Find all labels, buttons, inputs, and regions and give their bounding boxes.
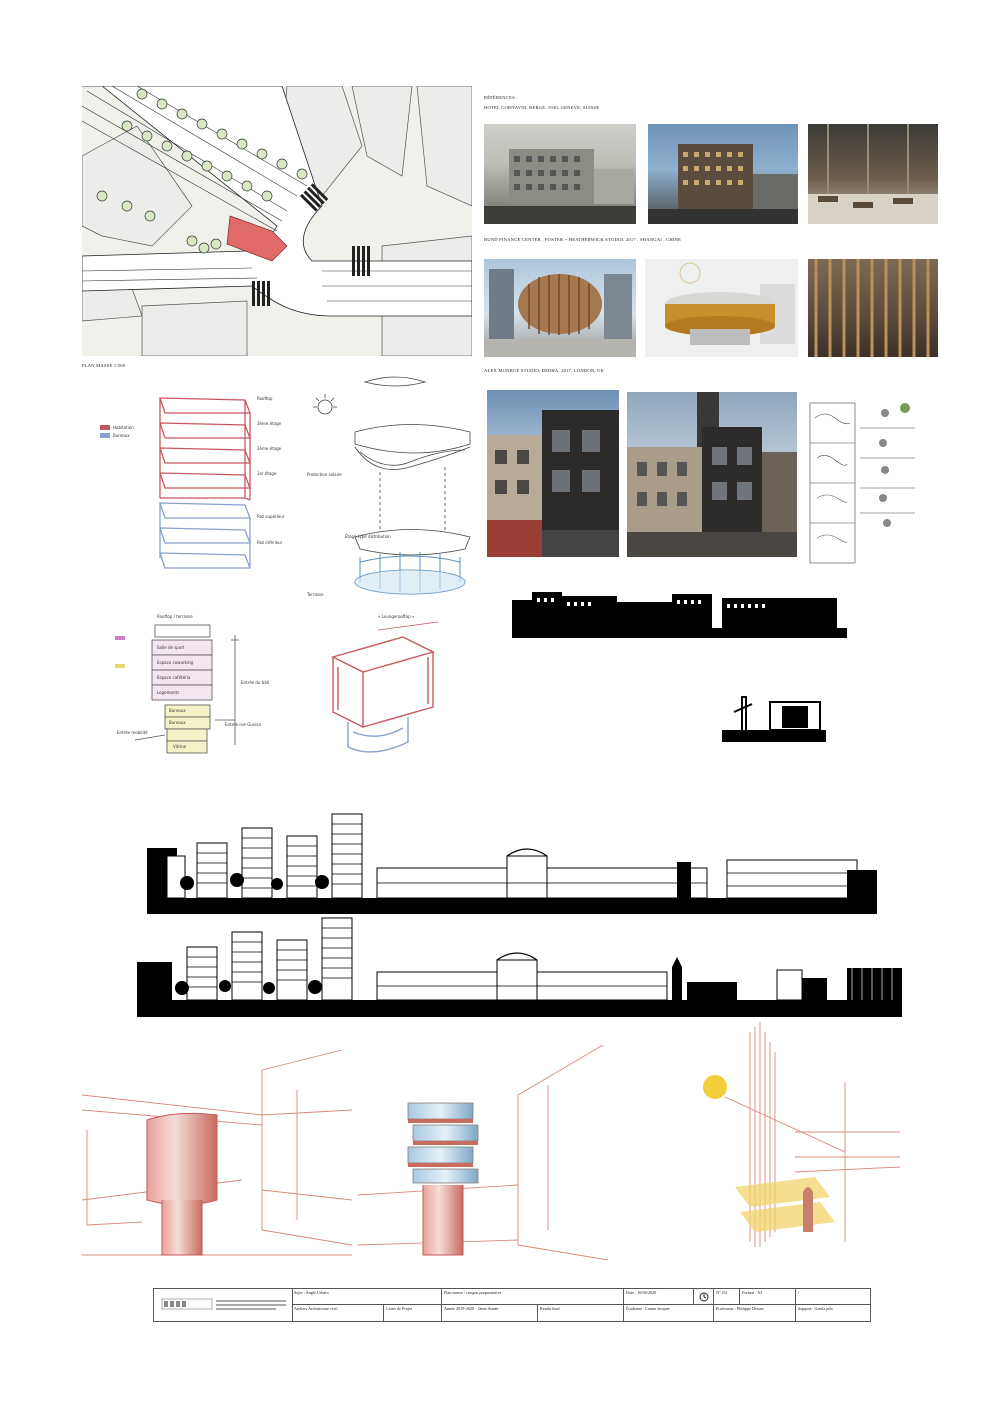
reference-label-2: BUND FINANCE CENTER , FOSTER + HEATHERWI… [484,237,682,242]
tb-annee: Année 2019-2020 - 2ème Année [442,1305,538,1321]
tb-rendu: Rendu final [538,1305,624,1321]
program-item-7: Vitrine [173,744,187,749]
perspective-sketch-3 [695,1022,901,1252]
program-item-2: Espace coworking [157,660,194,665]
program-top: Rooftop / terrasse [157,614,193,619]
canopy-note-3: Terrasse [307,592,324,597]
school-logo [154,1289,293,1321]
site-plan: PLAN MASSE 1/500 [81,85,473,368]
tb-support: Support : Gisela pilo [798,1306,833,1311]
volume-arrow-note: « Loungerooftop » [378,614,415,619]
tower-label-2: 3ème étage [257,421,282,426]
reference-label-1: HOTEL CORNAVIN, BERGE, 1930, GENEVE, SUI… [484,105,600,110]
tb-numero: N° 2/4 [714,1289,740,1305]
program-item-6: Bureaux [169,720,186,725]
canopy-note-2: Étage type distribution [345,534,391,539]
tower-label-3: 2ème étage [257,446,282,451]
tower-sketch: Habitation Bureaux Rooftop 3ème étage 2è… [95,388,290,578]
program-item-3: Espace cafétéria [157,675,191,680]
tb-date: Date : 10/06/2020 [624,1289,694,1305]
tower-label-6: Rez inférieur [257,540,283,545]
volume-sketch: « Loungerooftop » [318,612,453,760]
tb-plan: Plan masse / croquis preparatoires [442,1289,624,1305]
title-block: Sujet : Angle Urbain Plan masse / croqui… [153,1288,871,1322]
tb-format: Format : A3 [740,1289,796,1305]
elevation-small [512,590,847,638]
tower-label-4: 1er étage [257,471,277,476]
program-note-2: Entrée rue Guisan [225,722,262,727]
tb-slash: / [796,1289,870,1305]
sun-icon [703,1075,727,1099]
site-plan-drawing [81,85,473,357]
legend-bureaux: Bureaux [113,433,130,438]
perspective-sketch-1 [81,1049,353,1260]
legend-habitation: Habitation [113,425,134,430]
street-elevation-1 [147,808,877,914]
photo-alex-monroe-corner [487,390,619,557]
references-heading: RÉFÉRENCES : [484,95,518,100]
section-drawing-alex-monroe [805,398,937,566]
tower-label-1: Rooftop [257,396,273,401]
section-small [722,692,826,742]
program-diagram: Rooftop / terrasse Salle de sport Espace… [95,610,295,760]
program-item-5: Bureaux [169,708,186,713]
clock-icon [699,1292,708,1302]
canopy-note-1: Protection solaire [307,472,342,477]
program-note-1: Entrée du bâti [241,680,270,685]
reference-label-3: ALEX MONROE STUDIO, DSDHA, 2017, LONDON,… [484,368,605,373]
canopy-sketch: Protection solaire Étage type distributi… [305,372,475,607]
program-item-1: Salle de sport [157,645,185,650]
tb-sujet: Sujet : Angle Urbain [292,1289,442,1305]
street-elevation-2 [137,912,902,1017]
tb-clock [694,1289,714,1305]
photo-bund-finance-veil [808,259,938,357]
tb-course-2: Cours de Projet [384,1305,442,1321]
tb-etudiant: Étudiante : Louna Jacquet [624,1305,714,1321]
tb-professeur: Professeur : Philippe Dessus [714,1305,796,1321]
tower-label-5: Rez supérieur [257,514,285,519]
photo-hotel-cornavin-historic [484,124,636,224]
project-site [226,215,288,262]
photo-bund-finance-center [484,259,636,357]
photo-bund-finance-model [645,259,798,357]
photo-hotel-cornavin-today [648,124,798,224]
photo-hotel-cornavin-interior [808,124,938,224]
perspective-sketch-2 [357,1044,609,1261]
photo-alex-monroe-street [627,392,797,557]
program-item-4: Logements [157,690,180,695]
site-plan-caption: PLAN MASSE 1/500 [82,363,126,368]
program-note-3: Entrée mobilité [117,730,148,735]
tb-course-1: Ateliers Architecture civil [292,1305,384,1321]
